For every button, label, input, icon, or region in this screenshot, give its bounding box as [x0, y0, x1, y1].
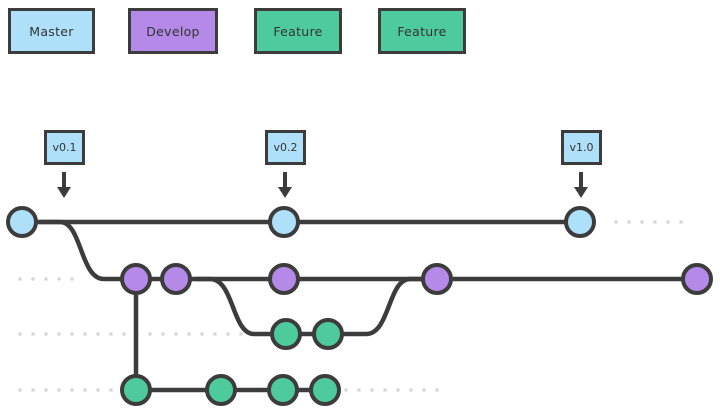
- tag-arrow-head-2: [574, 187, 588, 198]
- develop-left-dots-dot: [70, 277, 74, 281]
- master-branches-develop: [37, 219, 139, 282]
- legend-label-feature-2: Feature: [397, 23, 447, 39]
- feature-b-right-dots-dot: [409, 388, 413, 392]
- feature-a-merges-develop: [341, 276, 440, 337]
- legend-item-feature-1[interactable]: Feature: [254, 8, 342, 54]
- feature-a-left-dots-dot: [57, 332, 61, 336]
- feature-b-left-dots-dot: [18, 388, 22, 392]
- feature-a-left-dots-dot: [109, 332, 113, 336]
- commit-node-feature-a-9[interactable]: [312, 318, 344, 350]
- legend-label-feature-1: Feature: [273, 23, 323, 39]
- develop-left-dots-dot: [44, 277, 48, 281]
- legend-label-develop: Develop: [146, 23, 200, 39]
- commit-node-develop-5[interactable]: [268, 263, 300, 295]
- feature-a-left-dots-dot: [226, 332, 230, 336]
- tag-arrow-head-0: [57, 187, 71, 198]
- commit-node-develop-4[interactable]: [160, 263, 192, 295]
- feature-a-left-dots-dot: [148, 332, 152, 336]
- commit-nodes: [6, 206, 713, 406]
- commit-node-feature-b-11[interactable]: [205, 374, 237, 406]
- commit-node-develop-3[interactable]: [120, 263, 152, 295]
- feature-b-right-dots-dot: [435, 388, 439, 392]
- tag-label-v10: v1.0: [569, 141, 594, 154]
- feature-a-left-dots-dot: [187, 332, 191, 336]
- tag-v02[interactable]: v0.2: [265, 130, 306, 165]
- commit-node-feature-b-10[interactable]: [120, 374, 152, 406]
- feature-a-left-dots-dot: [122, 332, 126, 336]
- develop-left-dots-dot: [18, 277, 22, 281]
- commit-node-master-2[interactable]: [564, 206, 596, 238]
- feature-a-left-dots-dot: [44, 332, 48, 336]
- tag-label-v02: v0.2: [273, 141, 298, 154]
- tag-v01[interactable]: v0.1: [44, 130, 85, 165]
- commit-node-develop-6[interactable]: [421, 263, 453, 295]
- feature-b-right-dots-dot: [383, 388, 387, 392]
- master-right-dots-dot: [666, 220, 670, 224]
- tag-v10[interactable]: v1.0: [561, 130, 602, 165]
- commit-node-master-1[interactable]: [268, 206, 300, 238]
- commit-node-feature-b-12[interactable]: [267, 374, 299, 406]
- feature-a-left-dots-dot: [161, 332, 165, 336]
- feature-b-left-dots-dot: [57, 388, 61, 392]
- master-right-dots-dot: [653, 220, 657, 224]
- legend-item-develop[interactable]: Develop: [128, 8, 218, 54]
- dotted-continuation-lines: [18, 220, 683, 392]
- tag-arrows: [57, 172, 588, 198]
- feature-b-right-dots-dot: [344, 388, 348, 392]
- feature-b-left-dots-dot: [70, 388, 74, 392]
- feature-a-left-dots-dot: [96, 332, 100, 336]
- legend-label-master: Master: [29, 23, 74, 39]
- tag-arrow-head-1: [278, 187, 292, 198]
- feature-b-right-dots-dot: [396, 388, 400, 392]
- master-right-dots-dot: [640, 220, 644, 224]
- commit-node-master-0[interactable]: [6, 206, 38, 238]
- feature-b-left-dots-dot: [83, 388, 87, 392]
- feature-b-left-dots-dot: [31, 388, 35, 392]
- master-right-dots-dot: [614, 220, 618, 224]
- feature-a-left-dots-dot: [174, 332, 178, 336]
- commit-node-develop-7[interactable]: [681, 263, 713, 295]
- feature-b-left-dots-dot: [44, 388, 48, 392]
- feature-a-left-dots-dot: [200, 332, 204, 336]
- develop-left-dots-dot: [31, 277, 35, 281]
- feature-b-right-dots-dot: [357, 388, 361, 392]
- master-right-dots-dot: [679, 220, 683, 224]
- feature-a-left-dots-dot: [31, 332, 35, 336]
- legend-item-master[interactable]: Master: [8, 8, 95, 54]
- commit-node-feature-b-13[interactable]: [309, 374, 341, 406]
- develop-left-dots-dot: [57, 277, 61, 281]
- feature-a-left-dots-dot: [83, 332, 87, 336]
- feature-a-left-dots-dot: [18, 332, 22, 336]
- develop-branches-feature-a: [193, 276, 289, 337]
- feature-a-left-dots-dot: [70, 332, 74, 336]
- branch-edges: [22, 219, 697, 393]
- feature-b-right-dots-dot: [370, 388, 374, 392]
- legend-item-feature-2[interactable]: Feature: [378, 8, 466, 54]
- master-right-dots-dot: [627, 220, 631, 224]
- tag-label-v01: v0.1: [52, 141, 77, 154]
- feature-a-left-dots-dot: [239, 332, 243, 336]
- commit-node-feature-a-8[interactable]: [270, 318, 302, 350]
- feature-b-right-dots-dot: [422, 388, 426, 392]
- feature-a-left-dots-dot: [213, 332, 217, 336]
- feature-b-left-dots-dot: [96, 388, 100, 392]
- feature-b-left-dots-dot: [109, 388, 113, 392]
